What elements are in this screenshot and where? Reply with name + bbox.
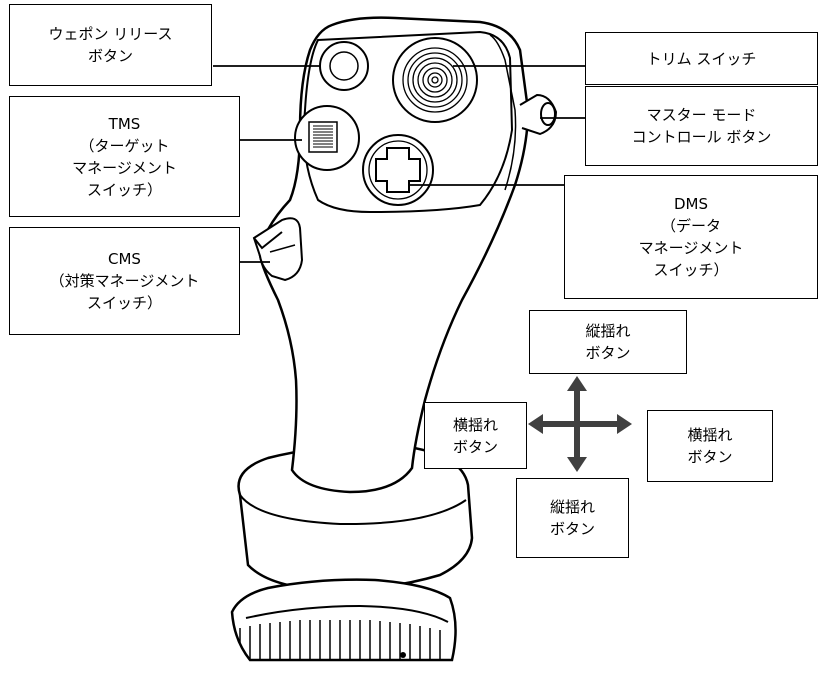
leader-lines	[213, 65, 585, 263]
top-panel	[302, 30, 514, 214]
arrow-down-icon	[567, 457, 587, 472]
base-ring-ridges	[239, 620, 441, 660]
weapon-release-label: ウェポン リリース ボタン	[9, 4, 212, 86]
arrow-left-icon	[528, 414, 543, 434]
cms-label-text: CMS （対策マネージメント スイッチ）	[49, 250, 200, 312]
master-mode-button[interactable]	[519, 93, 558, 136]
grip-edge-line	[489, 34, 517, 191]
trim-switch-label-text: トリム スイッチ	[646, 49, 757, 68]
base-ring-dot	[400, 652, 406, 658]
arrow-right-icon	[617, 414, 632, 434]
pitch-up-label: 縦揺れ ボタン	[529, 310, 687, 374]
pitch-down-label: 縦揺れ ボタン	[516, 478, 629, 558]
trim-switch-label: トリム スイッチ	[585, 32, 818, 85]
yaw-left-label: 横揺れ ボタン	[424, 402, 527, 469]
yaw-right-label-text: 横揺れ ボタン	[687, 426, 733, 466]
yaw-right-label: 横揺れ ボタン	[647, 410, 773, 482]
master-mode-label: マスター モード コントロール ボタン	[585, 86, 818, 166]
dms-label-text: DMS （データ マネージメント スイッチ）	[638, 195, 744, 279]
weapon-release-label-text: ウェポン リリース ボタン	[48, 25, 173, 65]
yaw-left-label-text: 横揺れ ボタン	[452, 415, 498, 456]
weapon-release-button[interactable]	[319, 41, 369, 91]
tms-label: TMS （ターゲット マネージメント スイッチ）	[9, 96, 240, 217]
trim-switch[interactable]	[392, 37, 478, 123]
cms-switch[interactable]	[252, 217, 304, 282]
pitch-up-label-text: 縦揺れ ボタン	[585, 322, 631, 362]
tms-switch[interactable]	[294, 105, 360, 171]
arrow-up-icon	[567, 376, 587, 391]
tms-label-text: TMS （ターゲット マネージメント スイッチ）	[72, 114, 177, 199]
dms-label: DMS （データ マネージメント スイッチ）	[564, 175, 818, 299]
pitch-down-label-text: 縦揺れ ボタン	[549, 498, 595, 538]
dms-switch[interactable]	[362, 134, 434, 206]
direction-arrows	[528, 376, 632, 472]
master-mode-label-text: マスター モード コントロール ボタン	[631, 106, 772, 146]
cms-label: CMS （対策マネージメント スイッチ）	[9, 227, 240, 335]
